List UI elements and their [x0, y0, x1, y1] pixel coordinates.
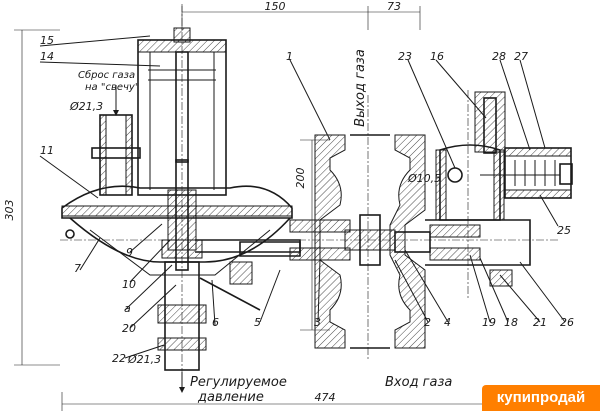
lower-pipe — [157, 261, 207, 393]
callout-23: 23 — [398, 50, 412, 63]
callout-22: 22 — [112, 352, 126, 365]
dim-200: 200 — [294, 168, 307, 189]
callout-28: 28 — [492, 50, 506, 63]
callout-7: 7 — [74, 262, 81, 275]
pilot-spring-capsule — [480, 147, 573, 199]
callout-15: 15 — [40, 34, 54, 47]
spring-housing — [137, 27, 227, 196]
callout-16: 16 — [430, 50, 444, 63]
regulated-label-line2: давление — [197, 390, 264, 405]
callout-2: 2 — [424, 316, 431, 329]
main-valve-body — [289, 134, 426, 349]
callout-19: 19 — [482, 316, 496, 329]
vent-label-line2: на "свечу" — [85, 82, 139, 93]
callout-5: 5 — [254, 316, 261, 329]
dim-474: 474 — [315, 391, 336, 404]
callout-1: 1 — [286, 50, 293, 63]
valve-stem — [161, 159, 301, 271]
callout-a: а — [124, 302, 131, 315]
site-watermark-badge: купипродай — [482, 385, 600, 411]
callout-20: 20 — [122, 322, 136, 335]
dim-303: 303 — [3, 200, 16, 221]
dim-dia-105: Ø10,5 — [407, 172, 441, 185]
vent-pipe — [91, 85, 141, 196]
leader-lines — [39, 35, 566, 359]
pilot-unit — [394, 91, 531, 287]
dim-73: 73 — [387, 0, 401, 13]
regulated-label-line1: Регулируемое — [190, 375, 287, 390]
callout-6: 6 — [212, 316, 219, 329]
callout-4: 4 — [444, 316, 451, 329]
callout-21: 21 — [533, 316, 547, 329]
callout-10: 10 — [122, 278, 136, 291]
gas-out-label: Выход газа — [353, 49, 368, 127]
callout-26: 26 — [560, 316, 574, 329]
callout-3: 3 — [314, 316, 321, 329]
dim-dia-bottom: Ø21,3 — [127, 353, 161, 366]
gas-in-label: Вход газа — [385, 375, 452, 390]
callout-14: 14 — [40, 50, 54, 63]
callout-18: 18 — [504, 316, 518, 329]
callout-9: 9 — [126, 246, 133, 259]
dim-dia-top: Ø21,3 — [69, 100, 103, 113]
vent-label-line1: Сброс газа — [78, 69, 135, 81]
dim-150: 150 — [265, 0, 286, 13]
callout-11: 11 — [40, 144, 54, 157]
callout-25: 25 — [557, 224, 571, 237]
callout-27: 27 — [514, 50, 528, 63]
